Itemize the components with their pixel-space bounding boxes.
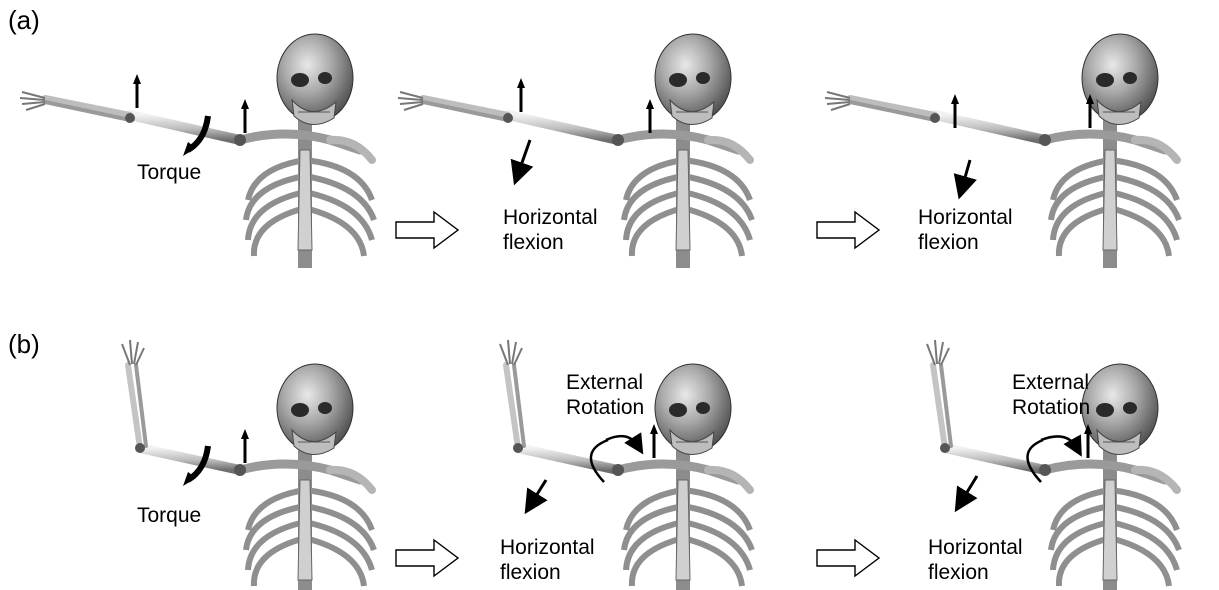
direction-arrow bbox=[531, 480, 546, 504]
hollow-transition-arrow bbox=[396, 212, 458, 248]
caption-a3: Horizontal flexion bbox=[918, 205, 1013, 255]
caption-b1: Torque bbox=[137, 503, 201, 528]
frame-a1 bbox=[20, 34, 374, 268]
caption-a2: Horizontal flexion bbox=[503, 205, 598, 255]
rotation-caption-b2: External Rotation bbox=[566, 370, 644, 420]
caption-a1: Torque bbox=[137, 160, 201, 185]
direction-arrow bbox=[961, 476, 977, 502]
hollow-transition-arrow bbox=[817, 540, 879, 576]
direction-arrow bbox=[518, 140, 530, 174]
rotation-caption-b3: External Rotation bbox=[1012, 370, 1090, 420]
caption-b2: Horizontal flexion bbox=[500, 535, 595, 585]
rotation-arrow bbox=[1027, 440, 1043, 482]
caption-b3: Horizontal flexion bbox=[928, 535, 1023, 585]
hollow-transition-arrow bbox=[817, 212, 879, 248]
hollow-transition-arrow bbox=[396, 540, 458, 576]
panel-label-a: (a) bbox=[8, 6, 40, 34]
panel-label-b: (b) bbox=[8, 330, 40, 358]
direction-arrow bbox=[962, 160, 970, 188]
frame-b1 bbox=[122, 340, 374, 590]
